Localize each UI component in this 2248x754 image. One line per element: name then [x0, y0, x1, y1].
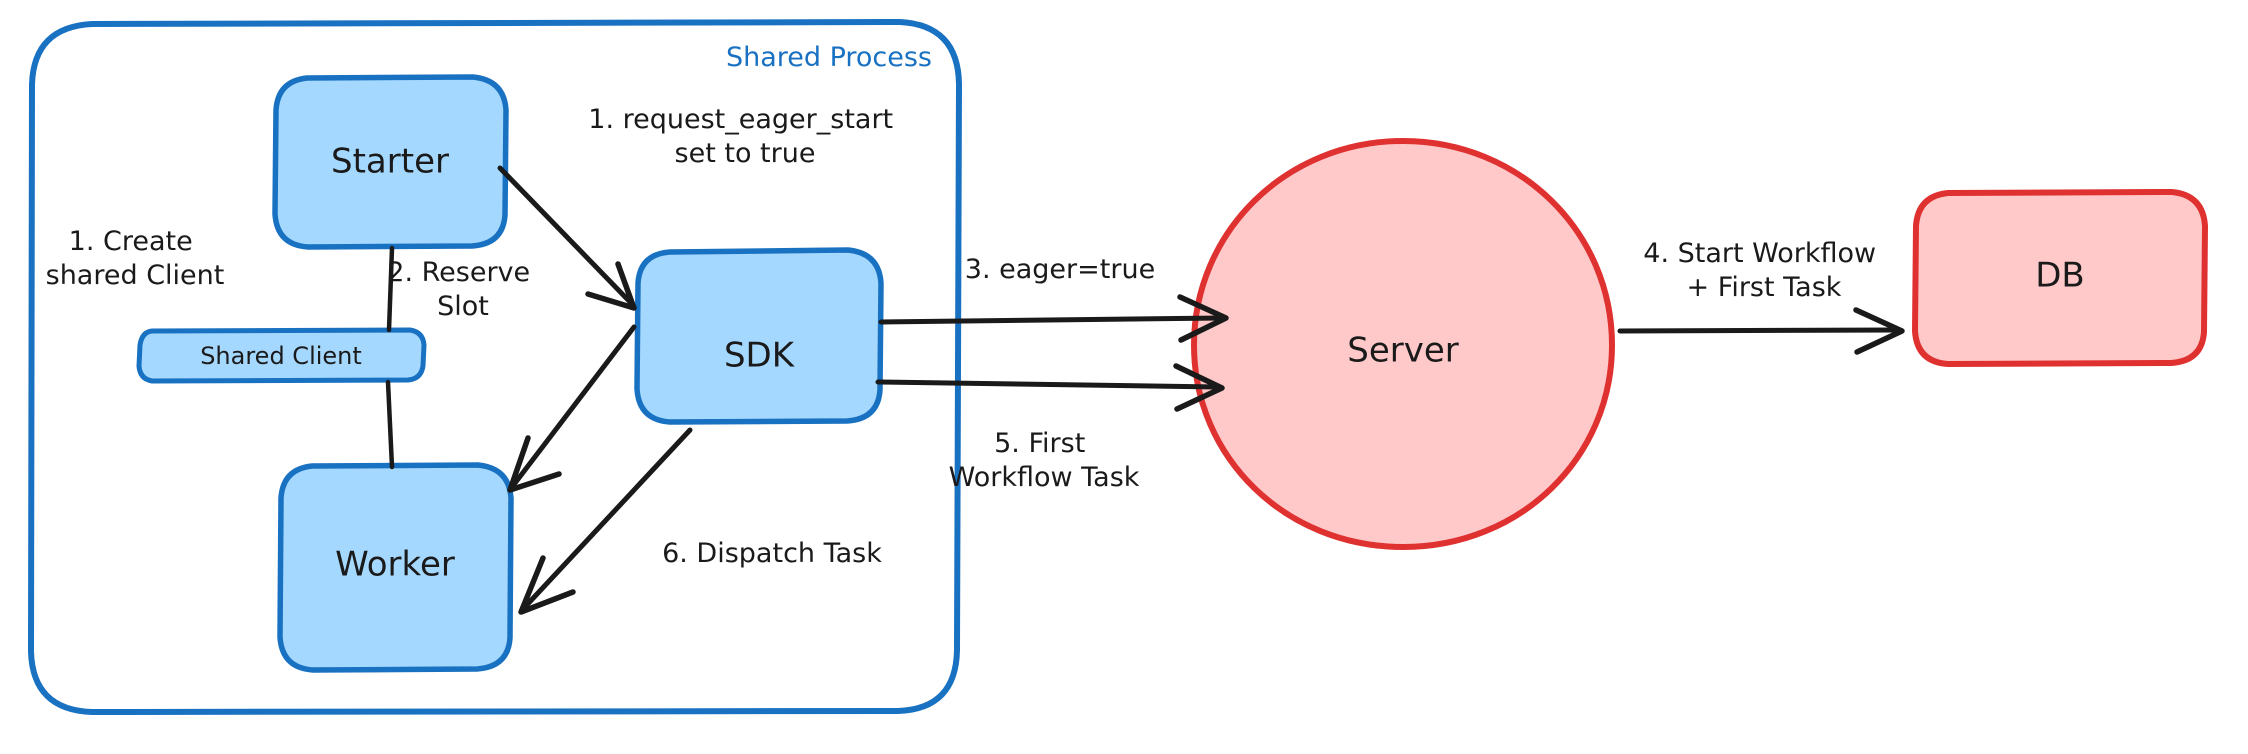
edge-eager-true-arrowhead	[1177, 294, 1229, 343]
edge-label-line: Slot	[437, 291, 489, 322]
shared-client-shape	[136, 327, 427, 384]
edge-dispatch-task-arrowhead	[518, 555, 576, 615]
shared-client-label: Shared Client	[200, 342, 362, 370]
edge-label-line: 6. Dispatch Task	[662, 538, 882, 569]
edge-starter-shared-client-line	[386, 245, 395, 333]
edge-eager-true-line	[878, 315, 1225, 325]
sdk-label: SDK	[724, 336, 796, 376]
db-label: DB	[2035, 256, 2085, 296]
starter-shape	[272, 74, 509, 250]
edge-start-workflow-line	[1617, 327, 1901, 334]
edge-first-workflow-task-arrowhead	[1173, 363, 1225, 412]
edge-reserve-slot-arrowhead	[507, 435, 562, 493]
node-db[interactable]: DB	[1912, 189, 2208, 367]
edge-start-workflow-arrowhead	[1853, 307, 1905, 355]
edge-eager-true-label: 3. eager=true	[965, 254, 1155, 285]
edge-label-line: 5. First	[994, 428, 1085, 459]
node-starter[interactable]: Starter	[272, 74, 509, 250]
node-worker[interactable]: Worker	[277, 462, 514, 673]
edge-request-eager-start-label: 1. request_eager_start set to true	[588, 104, 901, 169]
edge-label-line: set to true	[675, 138, 816, 169]
edge-request-eager-start-arrowhead	[585, 261, 637, 311]
edge-create-shared-client: 1. Create shared Client	[46, 226, 395, 470]
edge-label-line: Workflow Task	[949, 462, 1140, 493]
edge-label-line: + First Task	[1687, 272, 1842, 303]
edge-label-line: 4. Start Workflow	[1643, 238, 1876, 269]
edge-start-workflow-first-task: 4. Start Workflow + First Task	[1617, 238, 1905, 355]
edge-label-line: 1. Create	[69, 226, 193, 257]
edge-start-workflow-label: 4. Start Workflow + First Task	[1643, 238, 1884, 303]
server-label: Server	[1347, 331, 1459, 371]
starter-label: Starter	[331, 142, 449, 182]
edge-first-workflow-task-label: 5. First Workflow Task	[949, 428, 1140, 493]
node-sdk[interactable]: SDK	[634, 247, 884, 425]
edge-request-eager-start-line	[497, 165, 635, 307]
db-shape	[1912, 189, 2208, 367]
node-shared-client[interactable]: Shared Client	[136, 327, 427, 384]
sdk-shape	[634, 247, 884, 425]
edge-reserve-slot: 2. Reserve Slot	[387, 257, 637, 493]
server-shape	[1191, 138, 1615, 550]
edge-dispatch-task: 6. Dispatch Task	[518, 427, 882, 615]
shared-process-title: Shared Process	[726, 42, 932, 73]
edge-reserve-slot-line	[509, 324, 637, 490]
edge-first-workflow-task-line	[875, 379, 1221, 390]
edge-label-line: 1. request_eager_start	[588, 104, 893, 135]
worker-label: Worker	[335, 545, 455, 585]
edge-dispatch-task-label: 6. Dispatch Task	[662, 538, 882, 569]
shared-process-border	[28, 19, 962, 715]
edge-request-eager-start: 1. request_eager_start set to true	[497, 104, 901, 311]
edge-eager-true: 3. eager=true	[878, 254, 1229, 343]
edge-dispatch-task-line	[521, 427, 693, 611]
edge-label-line: 3. eager=true	[965, 254, 1155, 285]
edge-shared-client-worker-line	[385, 379, 395, 470]
node-server[interactable]: Server	[1191, 138, 1615, 550]
edge-label-line: 2. Reserve	[387, 257, 530, 288]
edge-create-shared-client-label: 1. Create shared Client	[46, 226, 225, 291]
shared-process-group[interactable]: Shared Process	[28, 19, 962, 715]
edge-label-line: shared Client	[46, 260, 225, 291]
edge-reserve-slot-label: 2. Reserve Slot	[387, 257, 538, 322]
worker-shape	[277, 462, 514, 673]
edge-first-workflow-task: 5. First Workflow Task	[875, 363, 1225, 493]
